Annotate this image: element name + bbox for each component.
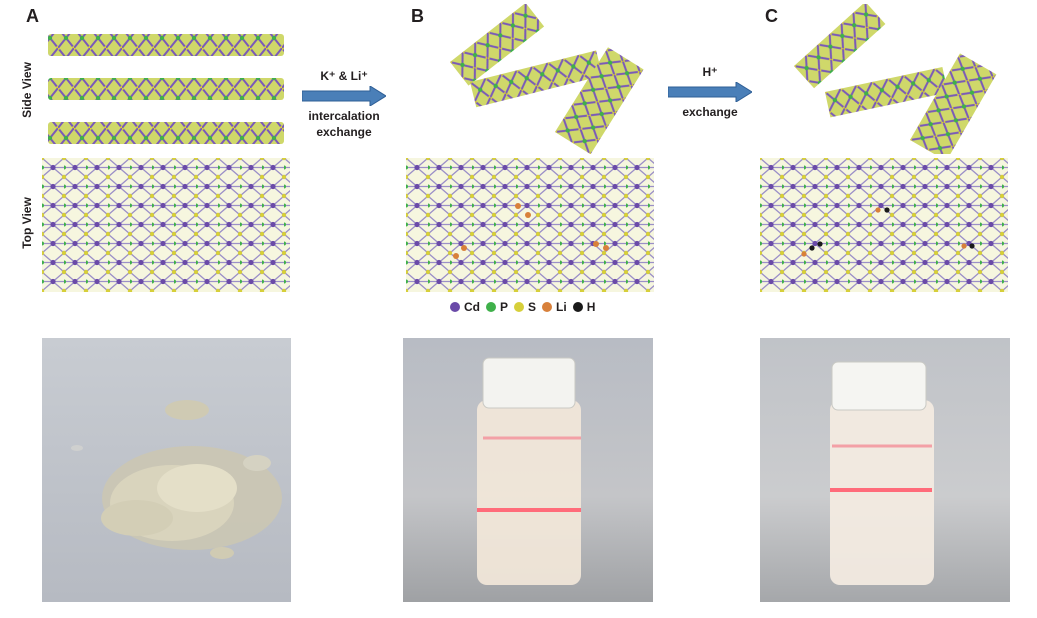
layer-3 bbox=[48, 122, 284, 144]
h-dot-icon bbox=[572, 302, 583, 312]
h-ion bbox=[884, 207, 890, 213]
li-ion bbox=[603, 245, 609, 251]
legend-item-cd: Cd bbox=[450, 300, 480, 314]
panel-label-a: A bbox=[26, 6, 39, 26]
exfoliated-sheets-c bbox=[794, 4, 997, 154]
li-ion bbox=[461, 245, 467, 251]
side-view-layers-a bbox=[48, 34, 284, 144]
p-dot-icon bbox=[486, 302, 496, 312]
arrow2-label-top: H⁺ bbox=[702, 65, 718, 79]
photo-vial-b bbox=[403, 338, 653, 602]
li-ion bbox=[515, 203, 521, 209]
li-ion bbox=[453, 253, 459, 259]
h-ion bbox=[969, 243, 975, 249]
legend-item-h: H bbox=[572, 300, 595, 314]
top-view-label: Top View bbox=[20, 197, 34, 249]
li-ion bbox=[801, 251, 807, 257]
arrow1-label-top: K⁺ & Li⁺ bbox=[320, 69, 368, 83]
panel-label-c: C bbox=[765, 6, 778, 26]
s-dot-icon bbox=[514, 302, 525, 312]
arrow1-label-mid: intercalation bbox=[308, 109, 380, 123]
arrow-right-icon-2 bbox=[668, 82, 752, 102]
arrow-right-icon bbox=[302, 86, 386, 106]
panel-label-b: B bbox=[411, 6, 424, 26]
side-view-label: Side View bbox=[20, 62, 34, 118]
arrow2-label-bottom: exchange bbox=[682, 105, 738, 119]
top-view-lattice-b bbox=[406, 158, 654, 292]
legend-item-p: P bbox=[486, 300, 508, 314]
layer-1 bbox=[48, 34, 284, 56]
cd-dot-icon bbox=[450, 302, 460, 312]
element-legend: Cd P S Li H bbox=[450, 300, 595, 314]
legend-item-s: S bbox=[514, 300, 536, 314]
li-ion bbox=[961, 243, 967, 249]
top-view-lattice-a bbox=[42, 158, 290, 292]
photo-crystals bbox=[42, 338, 291, 602]
layer-2 bbox=[48, 78, 284, 100]
top-view-lattice-c bbox=[760, 158, 1008, 292]
li-dot-icon bbox=[542, 302, 553, 312]
exfoliated-sheets-b bbox=[450, 4, 644, 154]
h-ion bbox=[809, 245, 815, 251]
photo-vial-c bbox=[760, 338, 1010, 602]
arrow1-label-bottom: exchange bbox=[316, 125, 372, 139]
h-ion bbox=[817, 241, 823, 247]
li-ion bbox=[525, 212, 531, 218]
legend-item-li: Li bbox=[542, 300, 567, 314]
li-ion bbox=[593, 241, 599, 247]
li-ion bbox=[875, 207, 881, 213]
